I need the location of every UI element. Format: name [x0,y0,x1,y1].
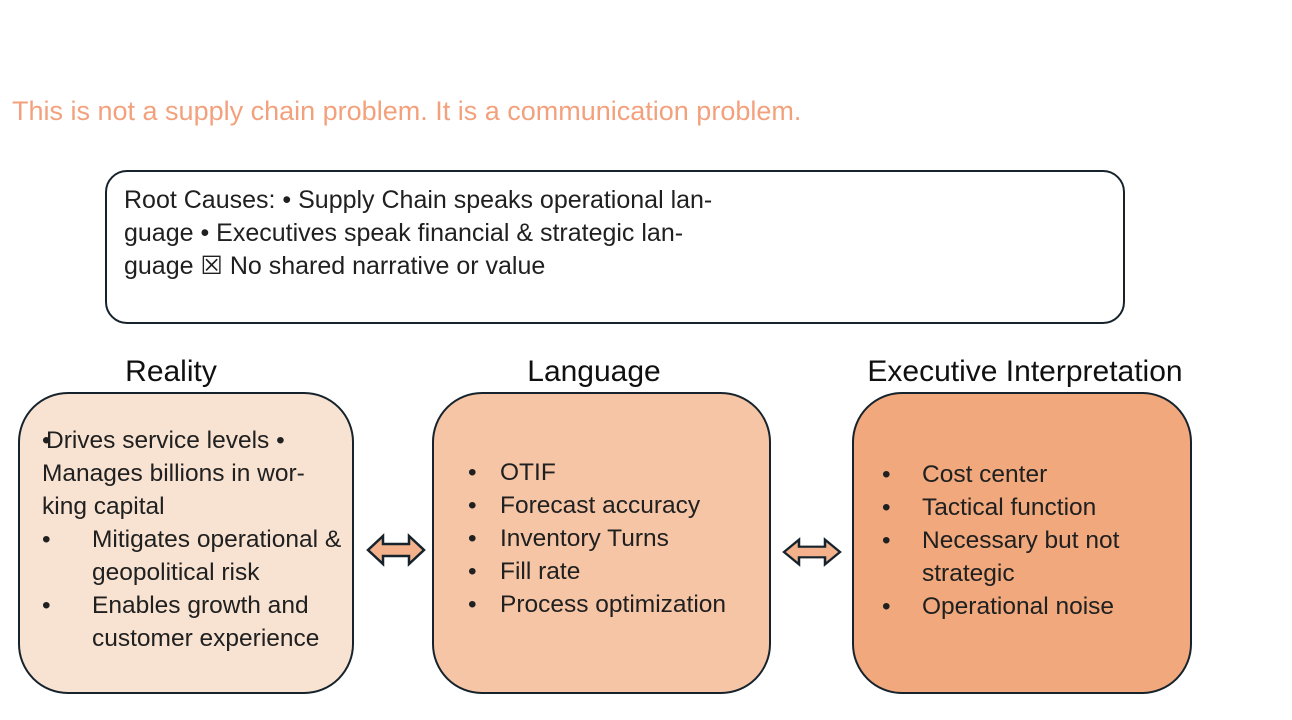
list-item: • Necessary but not strategic [882,524,1180,590]
bullet-marker: • [468,492,477,519]
column-header-language: Language [527,355,661,388]
reality-intro-line: king capital [42,493,165,520]
reality-intro-text: Drives service levels • [46,427,285,454]
reality-intro-line: •Drives service levels • [42,424,344,457]
executive-interpretation-box: • Cost center • Tactical function • Nece… [852,392,1192,694]
list-item-label: Cost center [922,461,1048,488]
list-item-label: OTIF [500,459,556,486]
list-item: • Cost center [882,458,1180,491]
list-item: • OTIF [468,456,759,489]
list-item: • Fill rate [468,555,759,588]
list-item-label: Mitigates operational & geopolitical ris… [92,526,342,586]
bullet-marker: • [468,558,477,585]
double-arrow-icon [366,533,426,567]
bullet-marker: • [882,461,891,488]
list-item: • Operational noise [882,590,1180,623]
column-header-executive: Executive Interpretation [867,355,1183,388]
page-title: This is not a supply chain problem. It i… [12,96,802,126]
root-causes-line: Root Causes: • Supply Chain speaks opera… [124,186,713,214]
bullet-marker: • [882,527,891,554]
list-item: • Enables growth and customer experience [42,589,344,655]
double-arrow-icon [782,537,842,567]
list-item: • Tactical function [882,491,1180,524]
bullet-marker: • [42,592,51,619]
list-item-label: Forecast accuracy [500,492,701,519]
list-item-label: Operational noise [922,593,1115,620]
bullet-marker: • [42,526,51,553]
list-item-label: Process optimization [500,591,727,618]
list-item: • Inventory Turns [468,522,759,555]
reality-box: •Drives service levels • Manages billion… [18,392,354,694]
list-item: • Process optimization [468,588,759,621]
reality-intro-line: Manages billions in wor- [42,460,305,487]
language-box: • OTIF • Forecast accuracy • Inventory T… [432,392,771,694]
list-item: • Mitigates operational & geopolitical r… [42,523,344,589]
list-item-label: Necessary but not strategic [922,527,1120,587]
bullet-marker: • [882,593,891,620]
list-item-label: Enables growth and customer experience [92,592,320,652]
bullet-marker: • [468,459,477,486]
column-header-reality: Reality [125,355,217,388]
root-causes-box: Root Causes: • Supply Chain speaks opera… [105,170,1125,324]
root-causes-line: guage • Executives speak financial & str… [124,219,684,247]
list-item: • Forecast accuracy [468,489,759,522]
bullet-marker: • [468,525,477,552]
bullet-marker: • [468,591,477,618]
root-causes-line: guage ☒ No shared narrative or value [124,252,546,280]
list-item-label: Inventory Turns [500,525,669,552]
bullet-marker: • [882,494,891,521]
list-item-label: Fill rate [500,558,581,585]
list-item-label: Tactical function [922,494,1097,521]
